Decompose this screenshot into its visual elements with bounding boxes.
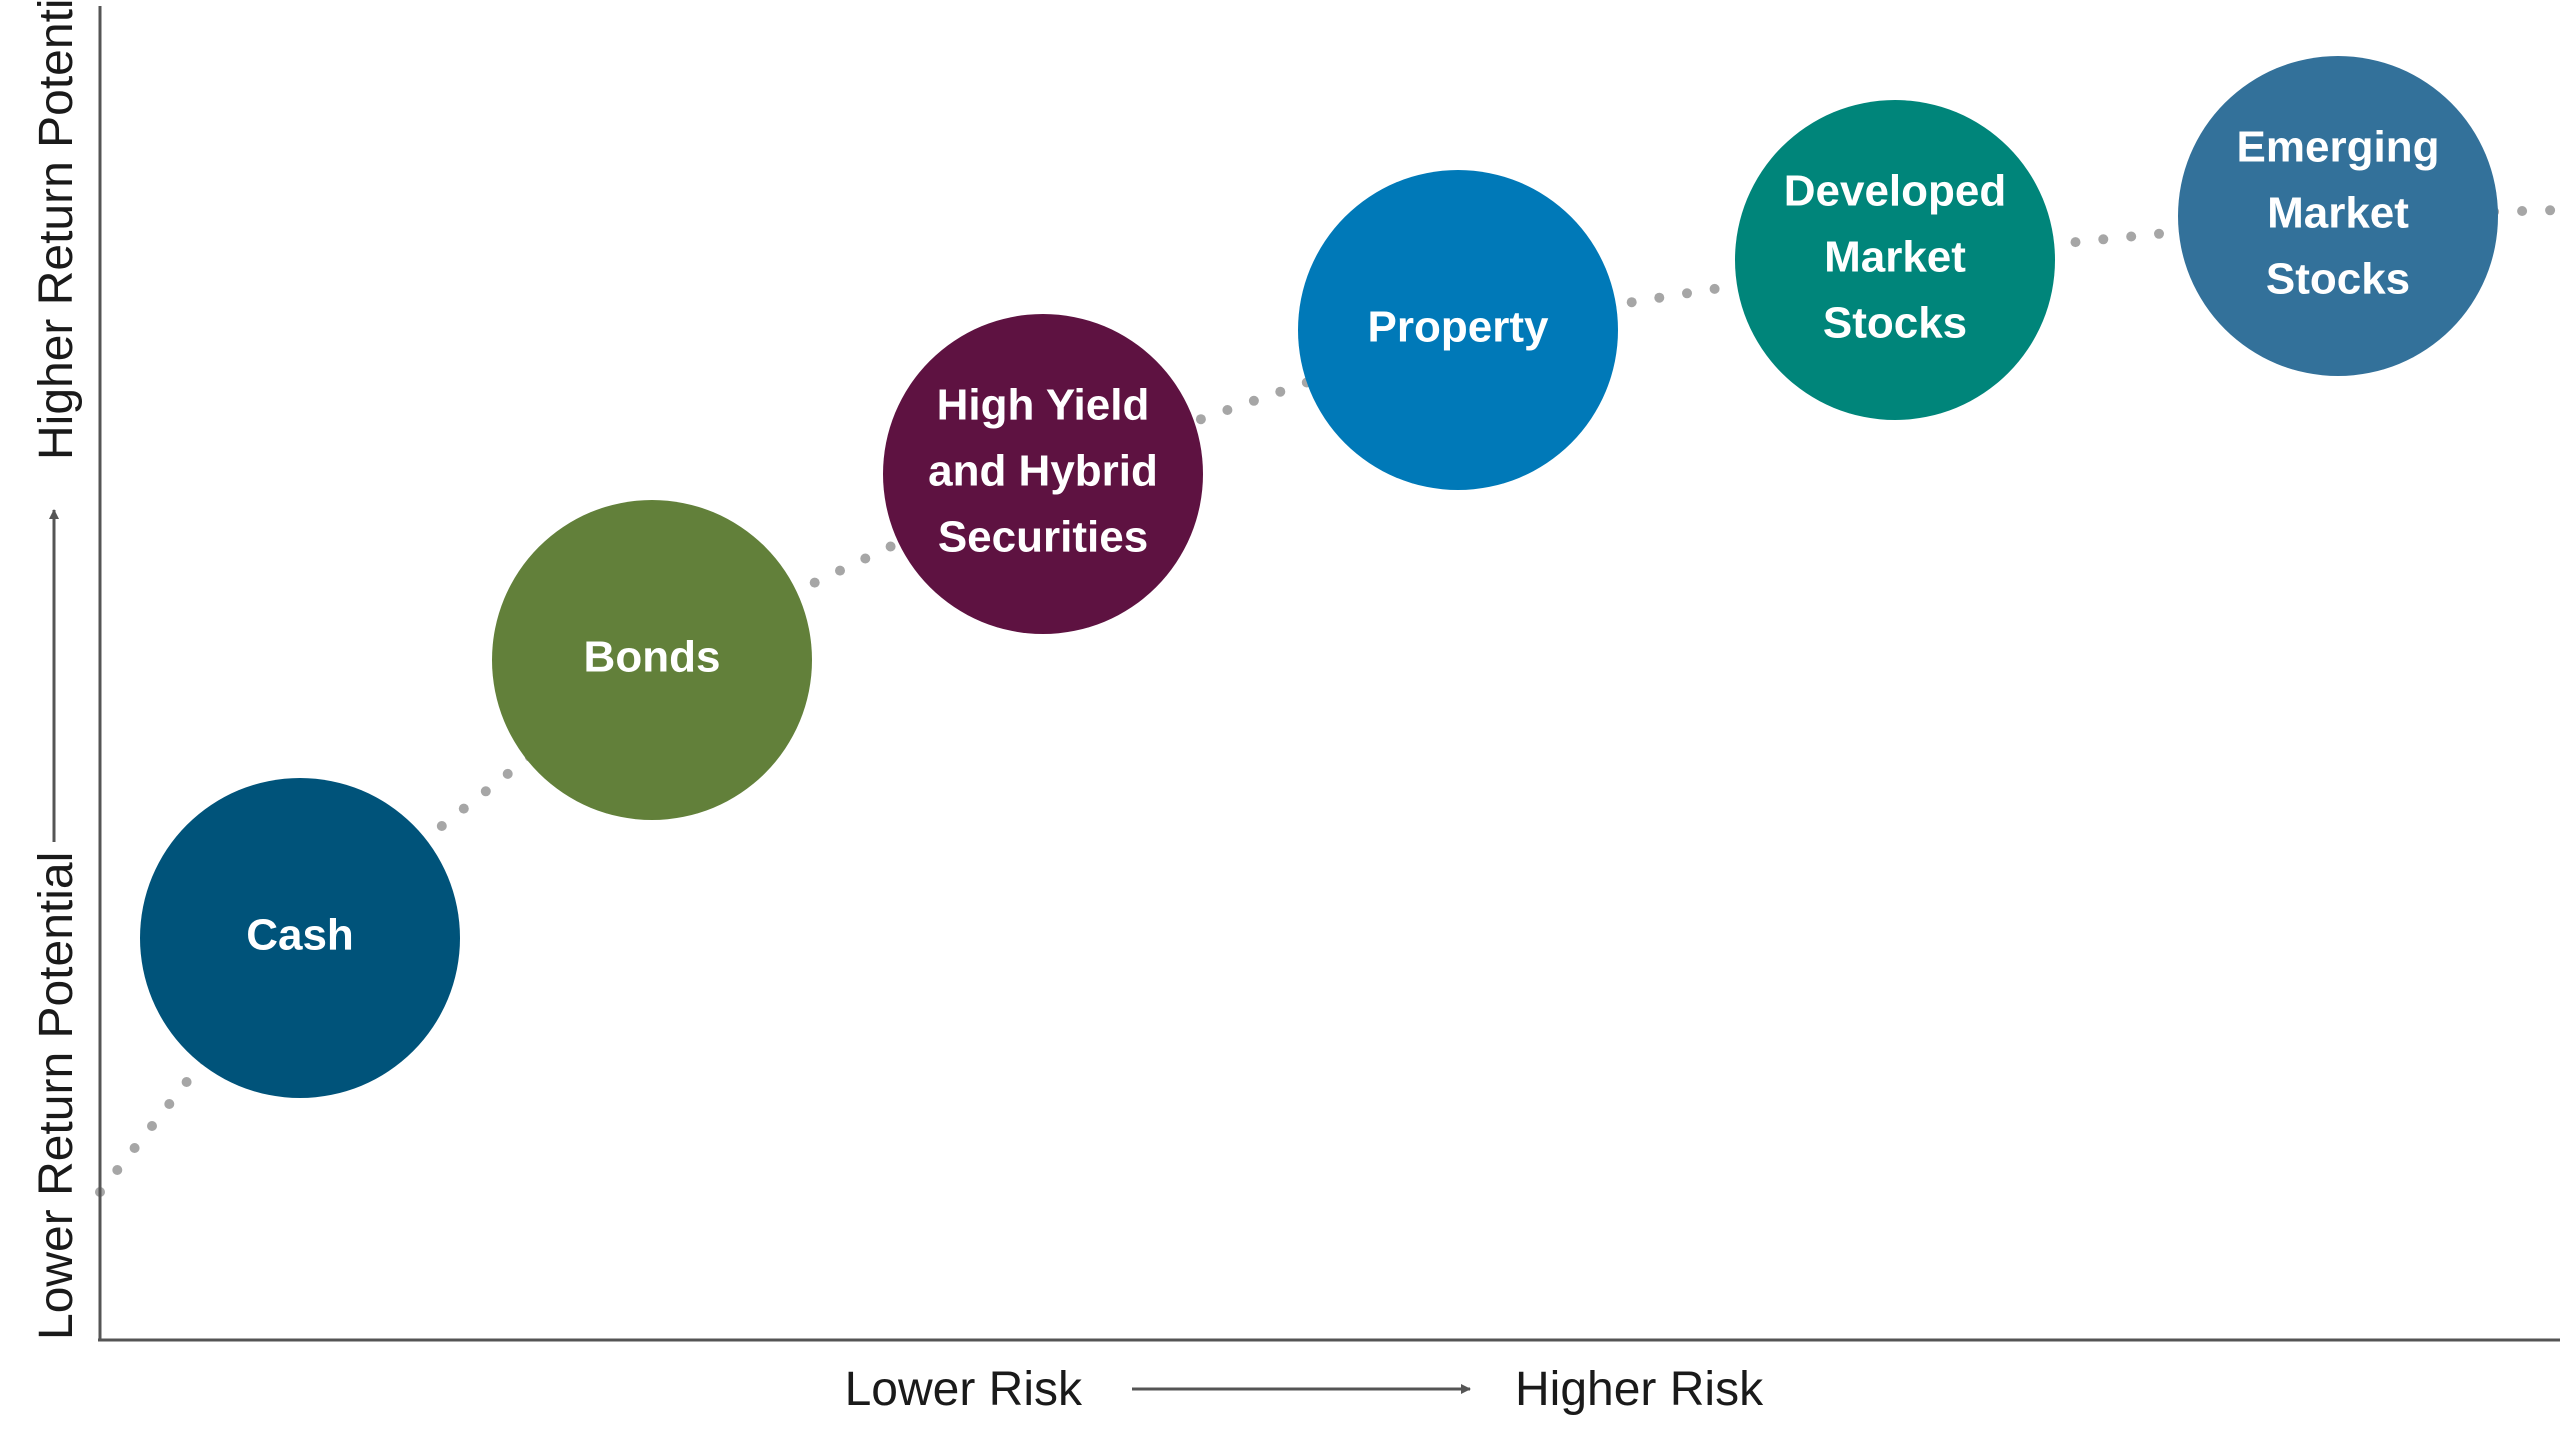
asset-label-cash: Cash (246, 911, 354, 960)
asset-label-property: Property (1368, 303, 1549, 352)
curve-dot (885, 541, 896, 552)
curve-dot (181, 1077, 192, 1087)
asset-label-developed-market-stocks: Market (1824, 233, 1966, 282)
curve-dot (164, 1099, 175, 1109)
asset-label-emerging-market-stocks: Market (2267, 189, 2409, 238)
asset-circle-property (1298, 170, 1618, 490)
asset-label-high-yield-hybrid: High Yield (937, 381, 1150, 430)
asset-bonds: Bonds (492, 500, 812, 820)
curve-dot (1222, 405, 1233, 415)
curve-dot (2070, 237, 2081, 248)
curve-dot (2517, 206, 2528, 216)
asset-label-bonds: Bonds (584, 633, 721, 682)
asset-label-high-yield-hybrid: Securities (938, 513, 1148, 562)
asset-label-high-yield-hybrid: and Hybrid (928, 447, 1158, 496)
asset-circle-bonds (492, 500, 812, 820)
curve-dot (1195, 414, 1206, 425)
curve-dot (436, 821, 447, 831)
curve-dot (147, 1121, 157, 1131)
curve-dot (1248, 395, 1259, 406)
curve-dot (860, 553, 871, 564)
asset-label-developed-market-stocks: Stocks (1823, 299, 1967, 348)
asset-circle-emerging-market-stocks (2178, 56, 2498, 376)
curve-dot (2098, 234, 2109, 245)
curve-dot (458, 803, 469, 814)
curve-dot (502, 768, 513, 779)
asset-circle-high-yield-hybrid (883, 314, 1203, 634)
x-axis-high-label: Higher Risk (1515, 1363, 1764, 1416)
curve-dot (112, 1165, 123, 1175)
curve-dot (835, 565, 845, 576)
curve-dot (809, 577, 820, 588)
curve-dot (2154, 228, 2164, 239)
asset-label-developed-market-stocks: Developed (1784, 167, 2007, 216)
curve-dot (2126, 231, 2137, 242)
curve-dot (2545, 205, 2556, 216)
curve-dot (129, 1143, 140, 1153)
curve-dot (1626, 297, 1637, 308)
curve-dot (1709, 283, 1720, 294)
asset-cash: Cash (140, 778, 460, 1098)
asset-label-emerging-market-stocks: Stocks (2266, 255, 2410, 304)
curve-dot (1654, 292, 1665, 303)
curve-dot (1682, 288, 1692, 299)
x-axis-low-label: Lower Risk (845, 1363, 1083, 1416)
asset-circle-cash (140, 778, 460, 1098)
curve-dot (1275, 386, 1286, 397)
curve-dot (480, 786, 491, 797)
asset-label-emerging-market-stocks: Emerging (2237, 123, 2440, 172)
asset-circle-developed-market-stocks (1735, 100, 2055, 420)
y-axis-low-label: Lower Return Potential (30, 852, 83, 1340)
y-axis-high-label: Higher Return Potential (30, 0, 83, 460)
asset-property: Property (1298, 170, 1618, 490)
